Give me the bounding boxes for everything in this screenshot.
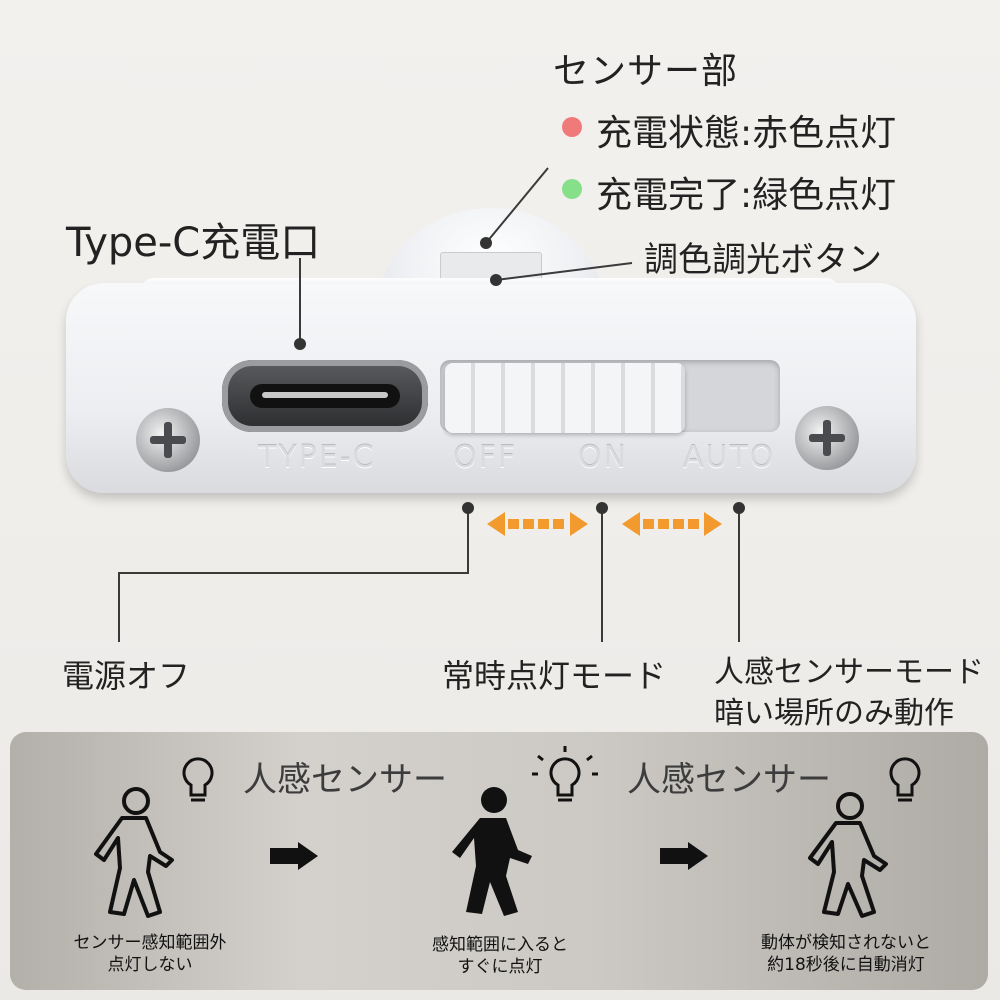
bulb-off-icon [182, 757, 214, 802]
step1-caption: センサー感知範囲外 点灯しない [50, 932, 250, 976]
mode-switch[interactable] [445, 363, 685, 433]
auto-point [733, 502, 745, 514]
bulb-off-icon [889, 757, 921, 802]
button-leader-line [495, 262, 633, 281]
port-label: Type-C充電口 [66, 220, 321, 266]
step1-line1: センサー感知範囲外 [73, 933, 227, 953]
button-point [490, 274, 502, 286]
off-leader-line [118, 508, 469, 642]
step2-line2: すぐに点灯 [457, 957, 543, 977]
mode-auto-note: 暗い場所のみ動作 [714, 696, 954, 731]
walking-person-outline-icon [94, 787, 174, 918]
sensor-title: センサー部 [553, 51, 739, 92]
walking-person-outline-icon [808, 792, 888, 918]
green-dot-icon [562, 179, 582, 199]
step3-caption: 動体が検知されないと 約18秒後に自動消灯 [746, 932, 946, 976]
walking-person-solid-icon [452, 787, 532, 916]
red-dot-icon [562, 117, 582, 137]
mode-off-label: 電源オフ [62, 657, 191, 695]
panel-heading-2: 人感センサー [627, 760, 831, 800]
step1-line2: 点灯しない [107, 955, 193, 975]
sensor-leader-line [485, 167, 549, 244]
step2-caption: 感知範囲に入ると すぐに点灯 [400, 934, 600, 978]
emboss-off: OFF [453, 440, 518, 475]
charging-status: 充電状態:赤色点灯 [596, 113, 897, 154]
sensor-point [480, 237, 492, 249]
button-label: 調色調光ボタン [644, 240, 882, 280]
panel-heading-1: 人感センサー [243, 760, 447, 800]
screw-right-icon [795, 406, 859, 470]
step2-line1: 感知範囲に入ると [432, 935, 568, 955]
off-point [462, 502, 474, 514]
step3-line2: 約18秒後に自動消灯 [767, 955, 925, 975]
emboss-auto: AUTO [683, 440, 776, 475]
right-arrow-icon [270, 842, 318, 870]
usb-c-port-pins [262, 392, 388, 398]
right-arrow-icon [660, 842, 708, 870]
double-arrow-icons [487, 512, 722, 536]
mode-on-label: 常時点灯モード [442, 657, 667, 695]
charged-status: 充電完了:緑色点灯 [596, 175, 897, 216]
emboss-typec: TYPE-C [258, 440, 376, 475]
bulb-on-icon [532, 746, 598, 802]
emboss-on: ON [578, 440, 629, 475]
on-point [596, 502, 608, 514]
port-point [294, 338, 306, 350]
screw-left-icon [136, 408, 200, 472]
mode-auto-label: 人感センサーモード [714, 655, 984, 690]
step3-line1: 動体が検知されないと [761, 933, 931, 953]
